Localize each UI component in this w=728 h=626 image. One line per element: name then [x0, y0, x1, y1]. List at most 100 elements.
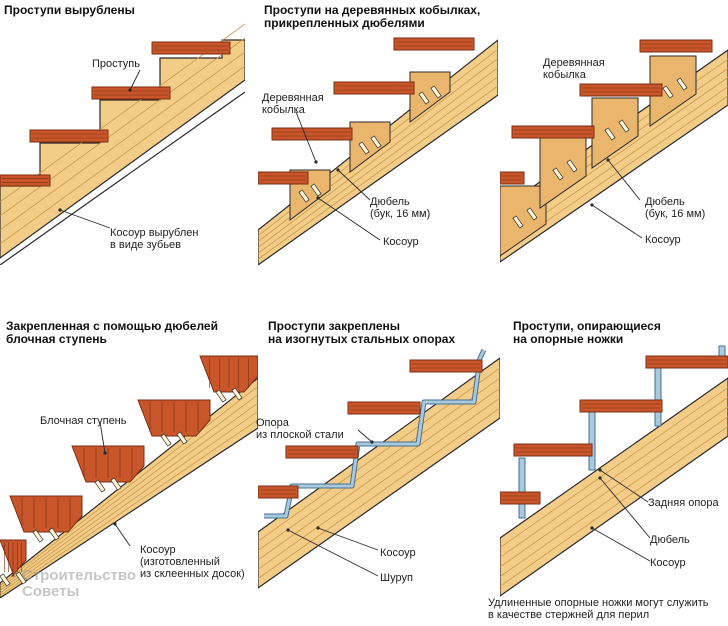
wood-grain-line [500, 416, 728, 577]
wood-grain-line [0, 411, 258, 594]
tread-board [500, 491, 541, 505]
dowel-pin [358, 141, 370, 155]
leader-line [591, 527, 651, 562]
panel-block-steps-drawing [0, 355, 258, 598]
dowel-pin [370, 135, 382, 149]
label-stringer-4: Косоур [650, 557, 686, 569]
label-wooden-block-2: Деревянная кобылка [543, 57, 605, 81]
leader-line [317, 527, 379, 551]
wood-grain-line [500, 426, 728, 587]
tread-board [285, 445, 359, 459]
panel-steel-supports-drawing [258, 348, 500, 589]
leader-line [591, 204, 643, 239]
leader-dot [370, 440, 374, 444]
wood-grain-line [258, 67, 498, 248]
leader-line [599, 469, 649, 503]
steel-support [264, 349, 486, 518]
tread-board [645, 355, 728, 369]
tread-board [579, 83, 663, 97]
dowel-pin [231, 387, 243, 401]
tread-board [409, 359, 483, 373]
leader-dot [590, 203, 594, 207]
dowel-pin [566, 159, 578, 173]
leader-dot [58, 208, 62, 212]
leader-line [99, 421, 106, 454]
label-stringer-3: Косоур [380, 547, 416, 559]
dowel-pin [310, 183, 322, 197]
support-leg [518, 457, 526, 519]
leader-line [317, 197, 381, 241]
leader-dot [286, 528, 290, 532]
wood-grain-line [0, 419, 258, 596]
stringer-board [258, 39, 498, 265]
tread-board [151, 41, 231, 55]
wood-grain-line [0, 402, 258, 591]
wooden-block [649, 55, 697, 127]
tread-board [333, 81, 415, 95]
wooden-block [349, 121, 391, 173]
label-flat-steel-support: Опора из плоской стали [256, 417, 344, 441]
leader-dot [590, 526, 594, 530]
dowel-pin [176, 431, 188, 445]
dowel-pin [430, 85, 442, 99]
wood-grain-line [500, 387, 728, 548]
dowel-pin [0, 573, 11, 587]
label-stringer-toothed: Косоур вырублен в виде зубьев [110, 227, 199, 251]
dowel-pin [662, 85, 674, 99]
dowel-pin [604, 127, 616, 141]
dowel-pin [552, 167, 564, 181]
tread-board [511, 125, 595, 139]
leader-dot [128, 88, 132, 92]
wood-grain-line [500, 397, 728, 558]
note-extended-legs: Удлиненные опорные ножки могут служить в… [488, 597, 709, 621]
tread-board [258, 485, 299, 499]
wooden-block [409, 71, 451, 123]
label-tread: Проступь [92, 58, 140, 70]
tread-board [500, 171, 525, 185]
label-glued-stringer: Косоур (изготовленный из склеенных досок… [140, 544, 245, 580]
label-wooden-block: Деревянная кобылка [262, 92, 324, 116]
wood-grain-line [0, 394, 258, 589]
dowel-pin [418, 91, 430, 105]
support-leg [654, 363, 662, 427]
leader-dot [316, 196, 320, 200]
wood-grain-line [258, 397, 500, 570]
wood-grain-line [0, 386, 258, 586]
panel-cut-treads-title: Проступи вырублены [4, 3, 135, 17]
leader-line [287, 529, 379, 577]
label-dowel-3: Дюбель [650, 534, 690, 546]
panel-wooden-blocks-title: Проступи на деревянных кобылках, прикреп… [264, 3, 481, 30]
label-stringer: Косоур [383, 236, 419, 248]
label-screw: Шуруп [380, 572, 413, 584]
dowel-pin [48, 527, 60, 541]
leader-dot [336, 168, 340, 172]
leader-dot [314, 160, 318, 164]
watermark: Строительство Советы [22, 567, 137, 600]
label-rear-support: Задняя опора [648, 497, 719, 509]
label-stringer-2: Косоур [645, 234, 681, 246]
dowel-pin [618, 119, 630, 133]
dowel-pin [215, 389, 227, 403]
leader-dot [316, 526, 320, 530]
leader-line [129, 69, 141, 91]
dowel-pin [15, 571, 27, 585]
wood-grain-line [258, 85, 498, 260]
wood-grain-line [258, 387, 500, 561]
leader-line [59, 209, 111, 229]
leader-line [337, 169, 371, 201]
leader-dot [598, 468, 602, 472]
panel-wooden-blocks-drawing [258, 37, 498, 265]
label-block-step: Блочная ступень [40, 415, 127, 427]
tread-board [639, 39, 713, 53]
stringer-lower-edge [0, 91, 245, 265]
tread-board [579, 399, 663, 413]
wood-grain-line [258, 367, 500, 542]
wood-grain-line [258, 407, 500, 579]
toothed-stringer [0, 39, 245, 259]
wood-grain-line [258, 377, 500, 551]
leader-dot [598, 476, 602, 480]
panel-support-legs-title: Проступи, опирающиеся на опорные ножки [513, 319, 661, 346]
panel-steel-supports-title: Проступи закреплены на изогнутых стальны… [268, 319, 456, 346]
tread-board [0, 174, 51, 187]
